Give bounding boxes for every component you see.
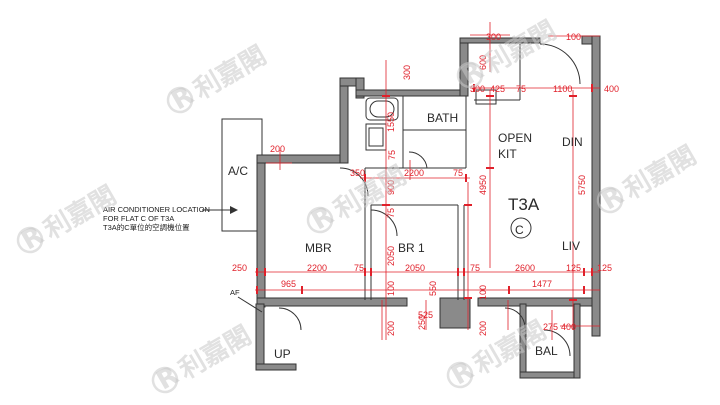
dim-label: 125 (566, 263, 581, 273)
dimension-labels-vertical: 300 1550 75 900 75 2050 600 4950 5750 10… (386, 55, 587, 336)
dim-label: 2200 (307, 263, 327, 273)
svg-text:利嘉閣: 利嘉閣 (619, 141, 702, 206)
svg-text:利嘉閣: 利嘉閣 (329, 161, 412, 226)
af-leader (237, 296, 263, 313)
svg-text:75: 75 (387, 150, 397, 160)
svg-text:1550: 1550 (386, 112, 396, 132)
note-line-1: AIR CONDITIONER LOCATION (103, 205, 210, 214)
dim-label: 100 (566, 32, 581, 42)
dim-label: 300 (486, 32, 501, 42)
room-ac-label: A/C (228, 164, 248, 178)
svg-text:利嘉閣: 利嘉閣 (39, 181, 122, 246)
svg-text:2050: 2050 (386, 246, 396, 266)
svg-text:100: 100 (386, 281, 396, 296)
dim-label: 125 (597, 263, 612, 273)
note-line-2: FOR FLAT C OF T3A (103, 214, 174, 223)
watermark-logo: R 利嘉閣 (151, 321, 257, 397)
dim-label: 250 (232, 263, 247, 273)
dimension-labels: 250 2200 75 2050 75 2600 125 125 965 147… (232, 32, 619, 332)
svg-text:利嘉閣: 利嘉閣 (189, 41, 272, 106)
dim-label: 2200 (404, 168, 424, 178)
svg-text:200: 200 (386, 321, 396, 336)
room-bal-label: BAL (535, 344, 558, 358)
room-up-label: UP (274, 347, 291, 361)
dim-label: 2600 (515, 263, 535, 273)
af-label: AF (230, 288, 240, 297)
dim-label: 75 (354, 263, 364, 273)
dim-label: 350 (350, 168, 365, 178)
dim-label: 75 (516, 84, 526, 94)
flat-letter: C (515, 223, 524, 237)
room-br1-label: BR 1 (398, 241, 425, 255)
dim-label: 2050 (405, 263, 425, 273)
svg-text:300: 300 (402, 65, 412, 80)
room-din-label: DIN (562, 135, 583, 149)
note-line-3: T3A的C單位的空調機位置 (103, 222, 190, 232)
ac-arrow-head (230, 206, 238, 214)
svg-text:900: 900 (386, 180, 396, 195)
unit-name: T3A (508, 195, 540, 214)
dim-label: 1100 (553, 84, 572, 94)
dim-label: 400 (604, 84, 619, 94)
dim-label: 275 (543, 322, 558, 332)
dim-label: 300 (470, 84, 485, 94)
interior-walls (364, 44, 521, 300)
svg-text:200: 200 (478, 321, 488, 336)
svg-text:利嘉閣: 利嘉閣 (174, 321, 257, 386)
watermark-logo: R 利嘉閣 (166, 41, 272, 117)
svg-text:4950: 4950 (478, 175, 488, 195)
room-open-label: OPEN (498, 131, 532, 145)
svg-text:250: 250 (417, 315, 427, 330)
room-bath-label: BATH (427, 111, 458, 125)
room-liv-label: LIV (562, 239, 580, 253)
dim-label: 425 (490, 84, 505, 94)
dim-label: 400 (561, 322, 576, 332)
outer-walls (255, 35, 601, 379)
dim-label: 1477 (532, 279, 552, 289)
svg-text:100: 100 (478, 285, 488, 300)
dim-label: 75 (470, 263, 480, 273)
room-mbr-label: MBR (305, 241, 332, 255)
dimension-ticks (256, 84, 593, 301)
flat-circle (510, 217, 532, 239)
watermark-logo: R 利嘉閣 (456, 16, 561, 92)
room-kit-label: KIT (498, 147, 517, 161)
svg-text:75: 75 (386, 208, 396, 218)
dim-label: 965 (281, 279, 296, 289)
svg-text:600: 600 (478, 55, 488, 70)
dim-label: 525 (418, 310, 433, 320)
watermark-logo: R 利嘉閣 (596, 141, 702, 217)
svg-text:5750: 5750 (577, 175, 587, 195)
dim-label: 200 (270, 144, 285, 154)
svg-text:550: 550 (428, 281, 438, 296)
dim-label: 75 (453, 168, 463, 178)
door-swings (278, 43, 581, 357)
dimension-lines (255, 22, 600, 340)
